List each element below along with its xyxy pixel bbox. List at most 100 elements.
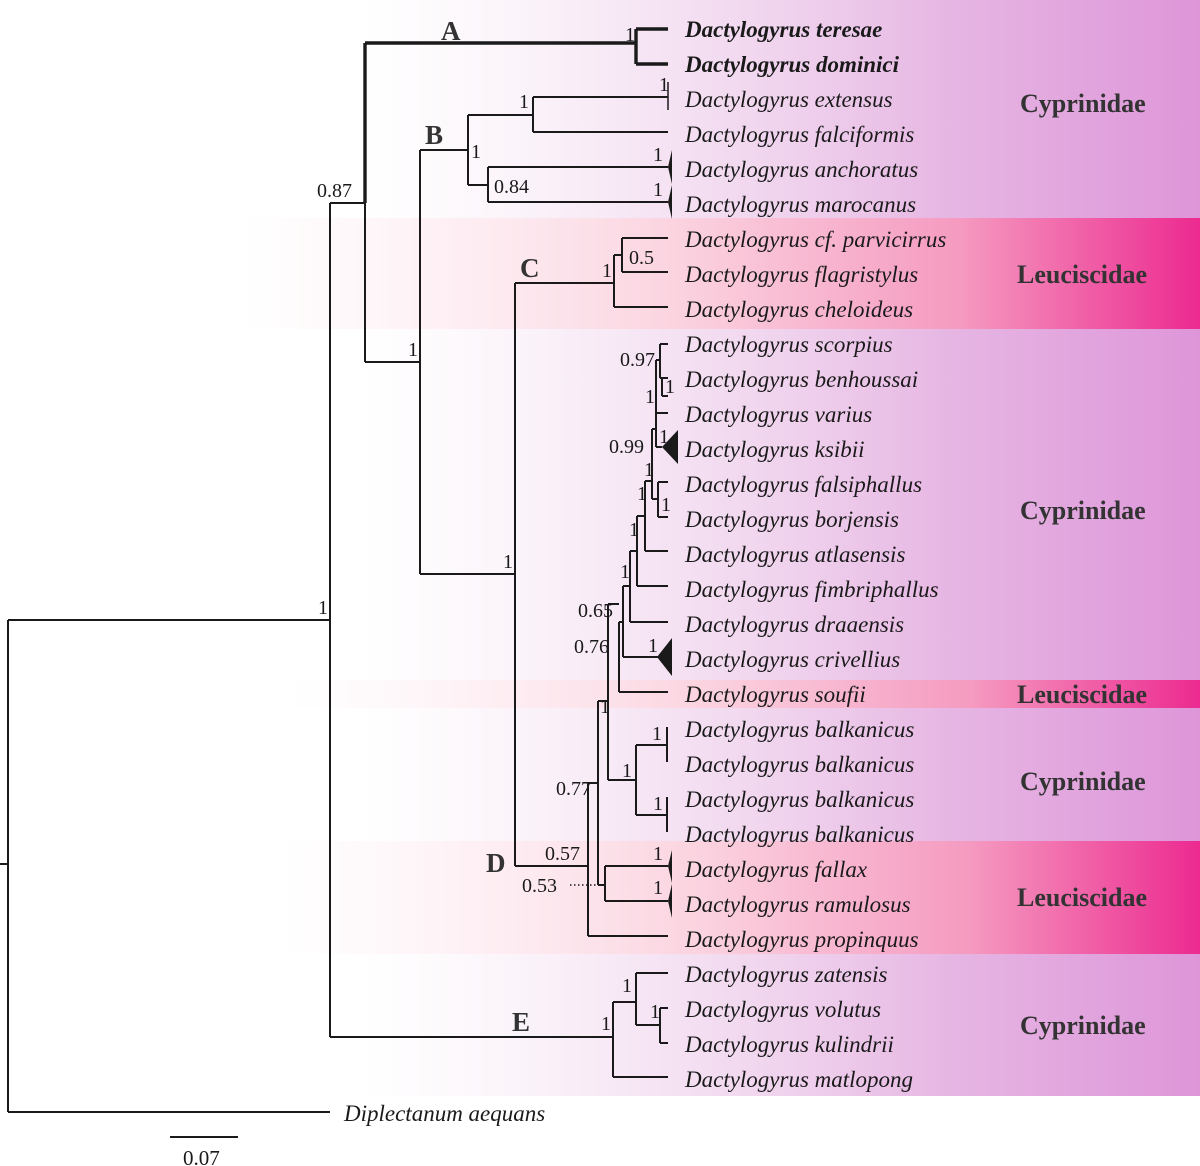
support-scorpius-group: 0.97 <box>620 349 655 371</box>
outgroup-label: Diplectanum aequans <box>343 1101 545 1126</box>
taxon-label: Dactylogyrus extensus <box>684 87 893 112</box>
taxon-label: Dactylogyrus anchoratus <box>684 157 918 182</box>
support-anchoratus: 1 <box>653 144 663 166</box>
taxon-label: Dactylogyrus falciformis <box>684 122 914 147</box>
taxon-label: Dactylogyrus ksibii <box>684 437 865 462</box>
branch-b-rest <box>419 149 515 575</box>
support-marocanus: 1 <box>653 179 663 201</box>
host-family-label: Leuciscidae <box>1017 883 1147 912</box>
support-parvicirrus-flagristylus: 0.5 <box>629 247 654 269</box>
taxon-label: Dactylogyrus falsiphallus <box>684 472 922 497</box>
support-balkanicus-a: 1 <box>652 723 662 745</box>
support-clade-e: 1 <box>601 1013 611 1035</box>
branch-cd <box>514 282 614 867</box>
clade-label-e: E <box>512 1007 530 1037</box>
support-extensus: 1 <box>659 74 669 96</box>
clade-label-c: C <box>520 253 540 283</box>
support-values: 1 0.87 1 1 1 1 1 0.84 1 1 1 1 0.5 0.97 1… <box>317 24 675 1035</box>
support-n076: 0.76 <box>574 636 609 658</box>
taxon-label: Dactylogyrus crivellius <box>684 647 900 672</box>
band-cyprinidae-1 <box>360 0 1200 218</box>
support-falsiphallus-group: 1 <box>644 459 654 481</box>
taxon-label: Dactylogyrus teresae <box>684 17 882 42</box>
support-ksibii: 1 <box>659 426 669 448</box>
branch-n099 <box>645 429 653 499</box>
scale-bar-label: 0.07 <box>183 1146 220 1166</box>
clade-label-a: A <box>441 16 461 46</box>
collapsed-crivellius <box>657 638 672 676</box>
taxon-label: Dactylogyrus marocanus <box>684 192 916 217</box>
band-cyprinidae-4 <box>360 954 1200 1096</box>
taxon-label: Dactylogyrus ramulosus <box>684 892 911 917</box>
band-leuciscidae-3 <box>280 841 1200 954</box>
branch-clade-b <box>467 114 533 186</box>
taxon-labels: Dactylogyrus teresae Dactylogyrus domini… <box>343 17 946 1126</box>
collapsed-marocanus <box>668 185 672 219</box>
branch-balkanicus-group <box>635 744 667 816</box>
support-n057: 0.57 <box>545 843 580 865</box>
collapsed-ksibii <box>662 430 678 464</box>
branch-crivellius-stem <box>622 586 660 658</box>
branch-extensus <box>532 96 668 133</box>
collapsed-anchoratus <box>668 150 672 184</box>
scale-bar: 0.07 <box>170 1136 238 1166</box>
support-cd-split: 1 <box>503 551 513 573</box>
taxon-label: Dactylogyrus scorpius <box>684 332 893 357</box>
host-family-label: Cyprinidae <box>1020 1011 1146 1040</box>
support-n077: 0.77 <box>556 778 591 800</box>
branch-d-057 <box>587 782 668 937</box>
branch-d-soufii-node <box>607 603 636 781</box>
support-crivellius: 1 <box>648 635 658 657</box>
host-family-bands <box>240 0 1200 1096</box>
taxon-label: Dactylogyrus balkanicus <box>684 787 914 812</box>
support-b-rest: 1 <box>408 339 418 361</box>
taxon-label: Dactylogyrus fimbriphallus <box>684 577 939 602</box>
support-balkanicus-group: 1 <box>622 760 632 782</box>
branch-parvicirrus-flagristylus <box>621 237 668 273</box>
band-cyprinidae-2 <box>360 329 1200 680</box>
collapsed-fallax <box>668 850 672 883</box>
taxon-label: Dactylogyrus balkanicus <box>684 822 914 847</box>
host-family-label: Cyprinidae <box>1020 767 1146 796</box>
support-draaensis: 1 <box>620 561 630 583</box>
band-cyprinidae-3 <box>360 708 1200 841</box>
band-leuciscidae-1 <box>240 218 1200 329</box>
support-ab-split: 0.87 <box>317 180 352 202</box>
branch-root <box>7 619 330 1113</box>
support-anchoratus-marocanus: 0.84 <box>494 176 529 198</box>
support-falsiphallus-borjensis: 1 <box>661 494 671 516</box>
branch-anchoratus-marocanus <box>487 166 668 203</box>
support-clade-c: 1 <box>602 260 612 282</box>
clade-label-d: D <box>486 848 506 878</box>
host-family-label: Leuciscidae <box>1017 260 1147 289</box>
taxon-label: Dactylogyrus cheloideus <box>684 297 913 322</box>
branch-d-077 <box>597 700 608 885</box>
taxon-label: Dactylogyrus kulindrii <box>684 1032 894 1057</box>
host-family-label: Cyprinidae <box>1020 496 1146 525</box>
branch-benhoussai-varius <box>661 377 668 397</box>
branch-ksibii-group <box>652 412 668 448</box>
taxon-label: Dactylogyrus balkanicus <box>684 717 914 742</box>
taxon-label: Dactylogyrus dominici <box>684 52 900 77</box>
clade-label-b: B <box>425 120 443 150</box>
support-root: 1 <box>318 597 328 619</box>
branch-zatensis-group <box>635 972 668 1026</box>
taxon-label: Dactylogyrus propinquus <box>684 927 919 952</box>
support-benhoussai-varius: 1 <box>665 376 675 398</box>
tree-branches <box>0 27 678 1113</box>
support-volutus-kulindrii: 1 <box>650 1001 660 1023</box>
support-clade-b: 1 <box>471 141 481 163</box>
support-soufii-node: 1 <box>600 696 610 718</box>
clade-labels: A B C D E <box>425 16 540 1037</box>
support-fallax: 1 <box>653 843 663 865</box>
host-family-labels: Cyprinidae Leuciscidae Cyprinidae Leucis… <box>1017 89 1147 1040</box>
branch-atlasensis <box>637 481 668 552</box>
branch-clade-a <box>365 27 668 66</box>
taxon-label: Dactylogyrus matlopong <box>684 1067 913 1092</box>
support-fimbriphallus: 1 <box>629 519 639 541</box>
band-leuciscidae-2 <box>290 680 1200 708</box>
taxon-label: Dactylogyrus zatensis <box>684 962 888 987</box>
taxon-label: Dactylogyrus borjensis <box>684 507 899 532</box>
branch-falsiphallus-group <box>652 481 668 518</box>
